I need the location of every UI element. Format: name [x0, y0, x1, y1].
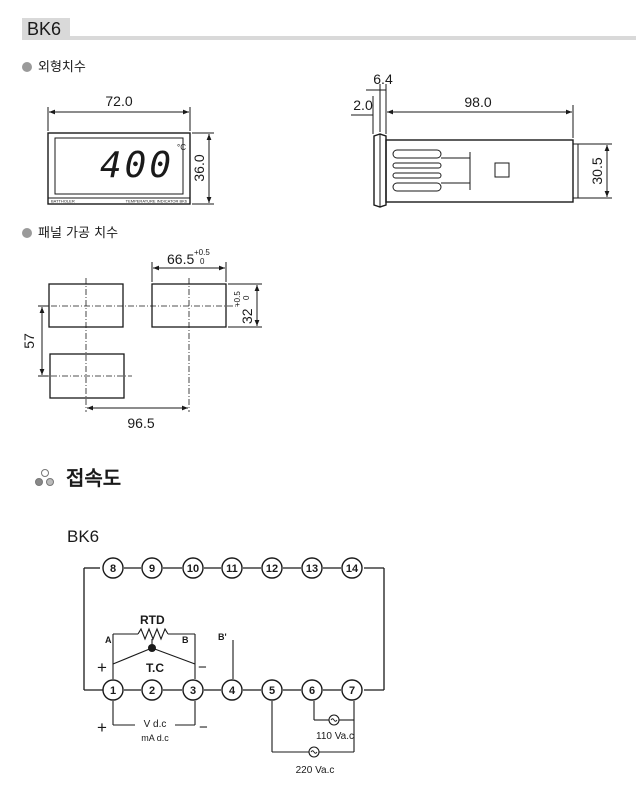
terminal-circle — [221, 679, 243, 701]
section-panel-cut-label: 패널 가공 치수 — [38, 226, 119, 241]
side-height-label: 30.5 — [589, 157, 605, 184]
terminal-circle — [102, 557, 124, 579]
tc-label: T.C — [146, 661, 164, 675]
terminal-number: 9 — [149, 563, 155, 575]
terminal-circle — [182, 557, 204, 579]
front-case — [47, 132, 191, 205]
cutout-3 — [49, 353, 125, 399]
terminal-circle — [301, 679, 323, 701]
terminal-number: 8 — [110, 563, 116, 575]
v220-label: 220 Va.c — [296, 765, 335, 776]
ac-power — [271, 701, 355, 753]
panel-width-tol-top: +0.5 — [194, 248, 210, 257]
panel-height-tol-top: +0.5 — [233, 291, 242, 307]
section-outline: 외형치수 — [22, 56, 86, 75]
side-back — [573, 143, 579, 199]
tc-plus-sign: + — [97, 658, 107, 677]
terminal-a-label: A — [105, 635, 112, 645]
bullet-icon — [22, 228, 32, 238]
terminal-number: 3 — [190, 685, 196, 697]
terminal-number: 5 — [269, 685, 275, 697]
panel-width-tol-bottom: 0 — [200, 257, 205, 266]
header-tab — [22, 18, 70, 40]
front-caption: TEMPERATURE INDICATOR BK6 — [126, 199, 188, 204]
section-outline-label: 외형치수 — [38, 60, 86, 75]
front-unit: °C — [177, 143, 186, 152]
bottom-terminal-row: 1 2 3 4 5 6 7 — [102, 679, 363, 701]
v110-label: 110 Va.c — [316, 731, 354, 742]
terminal-number: 11 — [226, 563, 238, 575]
side-body-label: 98.0 — [464, 94, 491, 110]
terminal-b-label: B — [182, 635, 189, 645]
terminal-number: 1 — [110, 685, 116, 697]
side-front-label: 2.0 — [353, 97, 373, 113]
front-brand: BATTHOLER — [51, 199, 75, 204]
panel-pitch-v-label: 57 — [21, 333, 37, 349]
section-panel-cut: 패널 가공 치수 — [22, 222, 118, 241]
side-body — [385, 139, 574, 203]
front-window — [54, 137, 184, 195]
section-connection: 접속도 — [34, 462, 121, 491]
side-window — [494, 162, 510, 178]
bullet-icon — [22, 62, 32, 72]
tc-junction — [148, 644, 156, 652]
panel-height-label: 32 — [239, 308, 255, 324]
terminal-number: 14 — [346, 563, 359, 575]
panel-cut — [38, 262, 262, 412]
wiring-diagram — [83, 567, 385, 753]
terminal-circle — [261, 679, 283, 701]
front-view — [47, 107, 214, 205]
section-connection-label: 접속도 — [66, 466, 122, 490]
terminal-circle — [341, 679, 363, 701]
terminal-number: 6 — [309, 685, 315, 697]
dc-minus-sign: − — [199, 719, 208, 736]
terminal-circle — [221, 557, 243, 579]
terminal-circle — [261, 557, 283, 579]
rtd-label: RTD — [140, 613, 165, 627]
vdc-label: V d.c — [144, 719, 167, 730]
dc-input — [112, 701, 196, 726]
panel-height-tol-bottom: 0 — [242, 295, 251, 300]
tc-minus-sign: − — [198, 659, 207, 676]
terminal-number: 2 — [149, 685, 155, 697]
header-rule — [70, 36, 636, 40]
terminal-circle — [141, 679, 163, 701]
top-terminal-row: 8 9 10 11 12 13 14 — [102, 557, 363, 579]
side-view — [351, 84, 612, 208]
panel-pitch-h-label: 96.5 — [127, 415, 154, 431]
side-bezel-label: 6.4 — [373, 71, 393, 87]
triple-dot-icon — [34, 469, 56, 487]
terminal-circle — [102, 679, 124, 701]
dc-plus-sign: + — [97, 718, 107, 737]
terminal-circle — [141, 557, 163, 579]
terminal-number: 13 — [306, 563, 318, 575]
terminal-circle — [301, 557, 323, 579]
madc-label: mA d.c — [141, 733, 169, 743]
terminal-number: 4 — [229, 685, 236, 697]
front-height-label: 36.0 — [191, 154, 207, 181]
panel-width-label: 66.5 — [167, 251, 194, 267]
rtd-circuit — [112, 627, 234, 679]
front-width-label: 72.0 — [105, 93, 132, 109]
terminal-number: 12 — [266, 563, 278, 575]
terminal-circle — [341, 557, 363, 579]
header: BK6 — [0, 0, 636, 40]
wiring-model-label: BK6 — [67, 527, 100, 546]
front-display-value: 400 — [100, 145, 174, 186]
terminal-number: 7 — [349, 685, 355, 697]
page-title: BK6 — [27, 19, 62, 39]
terminal-b2-label: B' — [218, 632, 227, 642]
terminal-number: 10 — [187, 563, 199, 575]
terminal-circle — [182, 679, 204, 701]
